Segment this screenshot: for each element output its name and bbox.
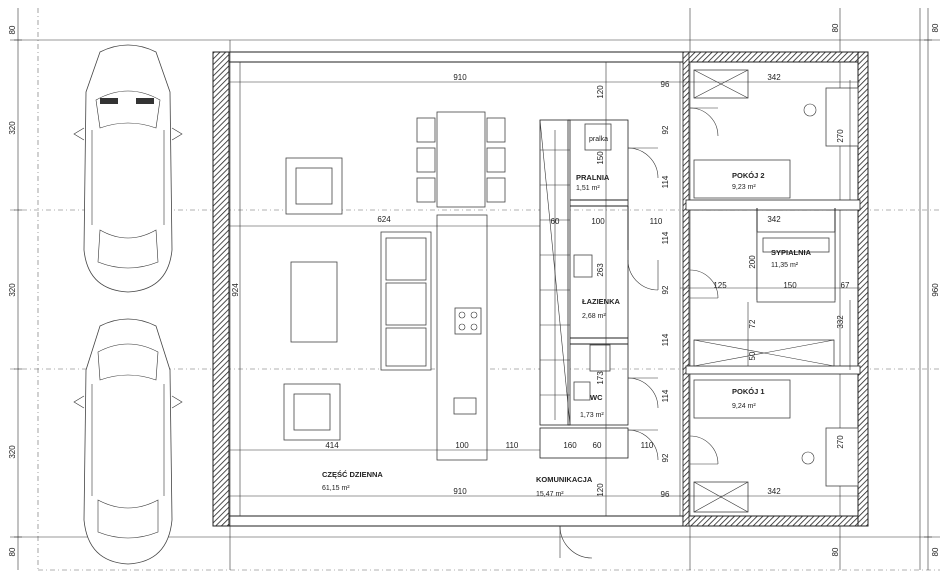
room-pokoj2-name: POKÓJ 2 <box>732 171 765 180</box>
room-lazienka-area: 2,68 m² <box>582 313 606 320</box>
dim-v120-top: 120 <box>596 85 605 99</box>
dim-v263: 263 <box>596 263 605 277</box>
dim-left-80-top: 80 <box>8 25 17 34</box>
room-pokoj1-name: POKÓJ 1 <box>732 387 765 396</box>
dim-110c: 110 <box>641 441 654 450</box>
room-dzienna-area: 61,15 m² <box>322 485 350 492</box>
dim-342-top: 342 <box>767 73 781 82</box>
coffee-table <box>290 261 338 343</box>
dimension-texts: 910 96 342 624 60 100 110 342 125 150 67… <box>231 73 850 499</box>
dim-624: 624 <box>377 215 391 224</box>
left-dimension-chain: 80 320 320 320 80 <box>8 8 22 570</box>
dim-v332: 332 <box>836 315 845 329</box>
dim-96-top: 96 <box>661 80 670 89</box>
desk <box>825 427 859 487</box>
dim-v72: 72 <box>748 319 757 328</box>
dining-table <box>436 111 486 208</box>
room-komunikacja-name: KOMUNIKACJA <box>536 475 593 484</box>
dim-right-960: 960 <box>931 283 940 297</box>
dim-left-80-bottom: 80 <box>8 547 17 556</box>
desk <box>825 87 859 147</box>
room-wc-area: 1,73 m² <box>580 412 604 419</box>
bed-single <box>693 159 791 199</box>
room-pralnia-area: 1,51 m² <box>576 185 600 192</box>
dim-342-bottom: 342 <box>767 487 781 496</box>
room-pralnia-name: PRALNIA <box>576 173 610 182</box>
dim-v50: 50 <box>748 351 757 360</box>
dim-v114-3: 114 <box>661 333 670 346</box>
dim-110b: 110 <box>506 441 519 450</box>
doors <box>559 107 719 559</box>
dim-96-bottom: 96 <box>661 490 670 499</box>
dim-right-80-bottom: 80 <box>931 547 940 556</box>
dim-v120-bottom: 120 <box>596 483 605 497</box>
dim-bottom-80-a: 80 <box>831 547 840 556</box>
dim-bottom-80-b: 80 <box>831 23 840 32</box>
dim-v92-3: 92 <box>661 453 670 462</box>
dim-910-top: 910 <box>453 73 467 82</box>
dim-v92-2: 92 <box>661 285 670 294</box>
dim-125: 125 <box>713 281 727 290</box>
dim-v92-1: 92 <box>661 125 670 134</box>
dim-342-mid: 342 <box>767 215 781 224</box>
dim-v114-4: 114 <box>661 389 670 402</box>
wc-basin <box>573 381 591 401</box>
room-komunikacja-area: 15,47 m² <box>536 491 564 498</box>
sink <box>453 397 477 415</box>
dim-v200: 200 <box>748 255 757 269</box>
dim-left-320-2: 320 <box>8 283 17 297</box>
room-labels: pralka PRALNIA 1,51 m² ŁAZIENKA 2,68 m² … <box>322 136 812 498</box>
room-sypialnia-area: 11,35 m² <box>771 262 799 269</box>
furniture <box>283 69 859 513</box>
dim-60b: 60 <box>593 441 602 450</box>
dim-100a: 100 <box>591 217 605 226</box>
right-dimension-chain: 80 960 80 80 80 <box>831 8 940 570</box>
room-sypialnia-name: SYPIALNIA <box>771 248 812 257</box>
room-dzienna-name: CZĘŚĆ DZIENNA <box>322 470 383 479</box>
room-lazienka-name: ŁAZIENKA <box>582 297 620 306</box>
bed-single <box>693 379 791 419</box>
dim-left-320-3: 320 <box>8 445 17 459</box>
dimension-lines <box>229 62 860 516</box>
dim-150: 150 <box>783 281 797 290</box>
kitchen-island <box>436 214 488 461</box>
dim-924: 924 <box>231 283 240 297</box>
car-top <box>73 44 183 293</box>
washbasin <box>573 254 593 278</box>
room-pokoj2-area: 9,23 m² <box>732 184 756 191</box>
toilet <box>589 344 611 372</box>
room-wc-name: WC <box>590 393 603 402</box>
dim-910-bottom: 910 <box>453 487 467 496</box>
dim-60: 60 <box>551 217 560 226</box>
dim-67: 67 <box>841 281 850 290</box>
dim-v173: 173 <box>596 371 605 385</box>
room-pokoj1-area: 9,24 m² <box>732 403 756 410</box>
cooktop <box>454 307 482 335</box>
dim-v270-top: 270 <box>836 129 845 143</box>
building-walls <box>212 51 869 527</box>
dim-v114-2: 114 <box>661 231 670 244</box>
dim-100b: 100 <box>455 441 469 450</box>
label-pralka: pralka <box>589 136 608 143</box>
dim-v270-bottom: 270 <box>836 435 845 449</box>
car-bottom <box>73 318 183 565</box>
dim-v114-1: 114 <box>661 175 670 188</box>
dim-v150: 150 <box>596 151 605 165</box>
dim-left-320-1: 320 <box>8 121 17 135</box>
dim-414: 414 <box>325 441 339 450</box>
washing-machine <box>584 123 612 151</box>
dim-160: 160 <box>563 441 577 450</box>
dim-right-80-top: 80 <box>931 23 940 32</box>
dim-110a: 110 <box>650 217 663 226</box>
